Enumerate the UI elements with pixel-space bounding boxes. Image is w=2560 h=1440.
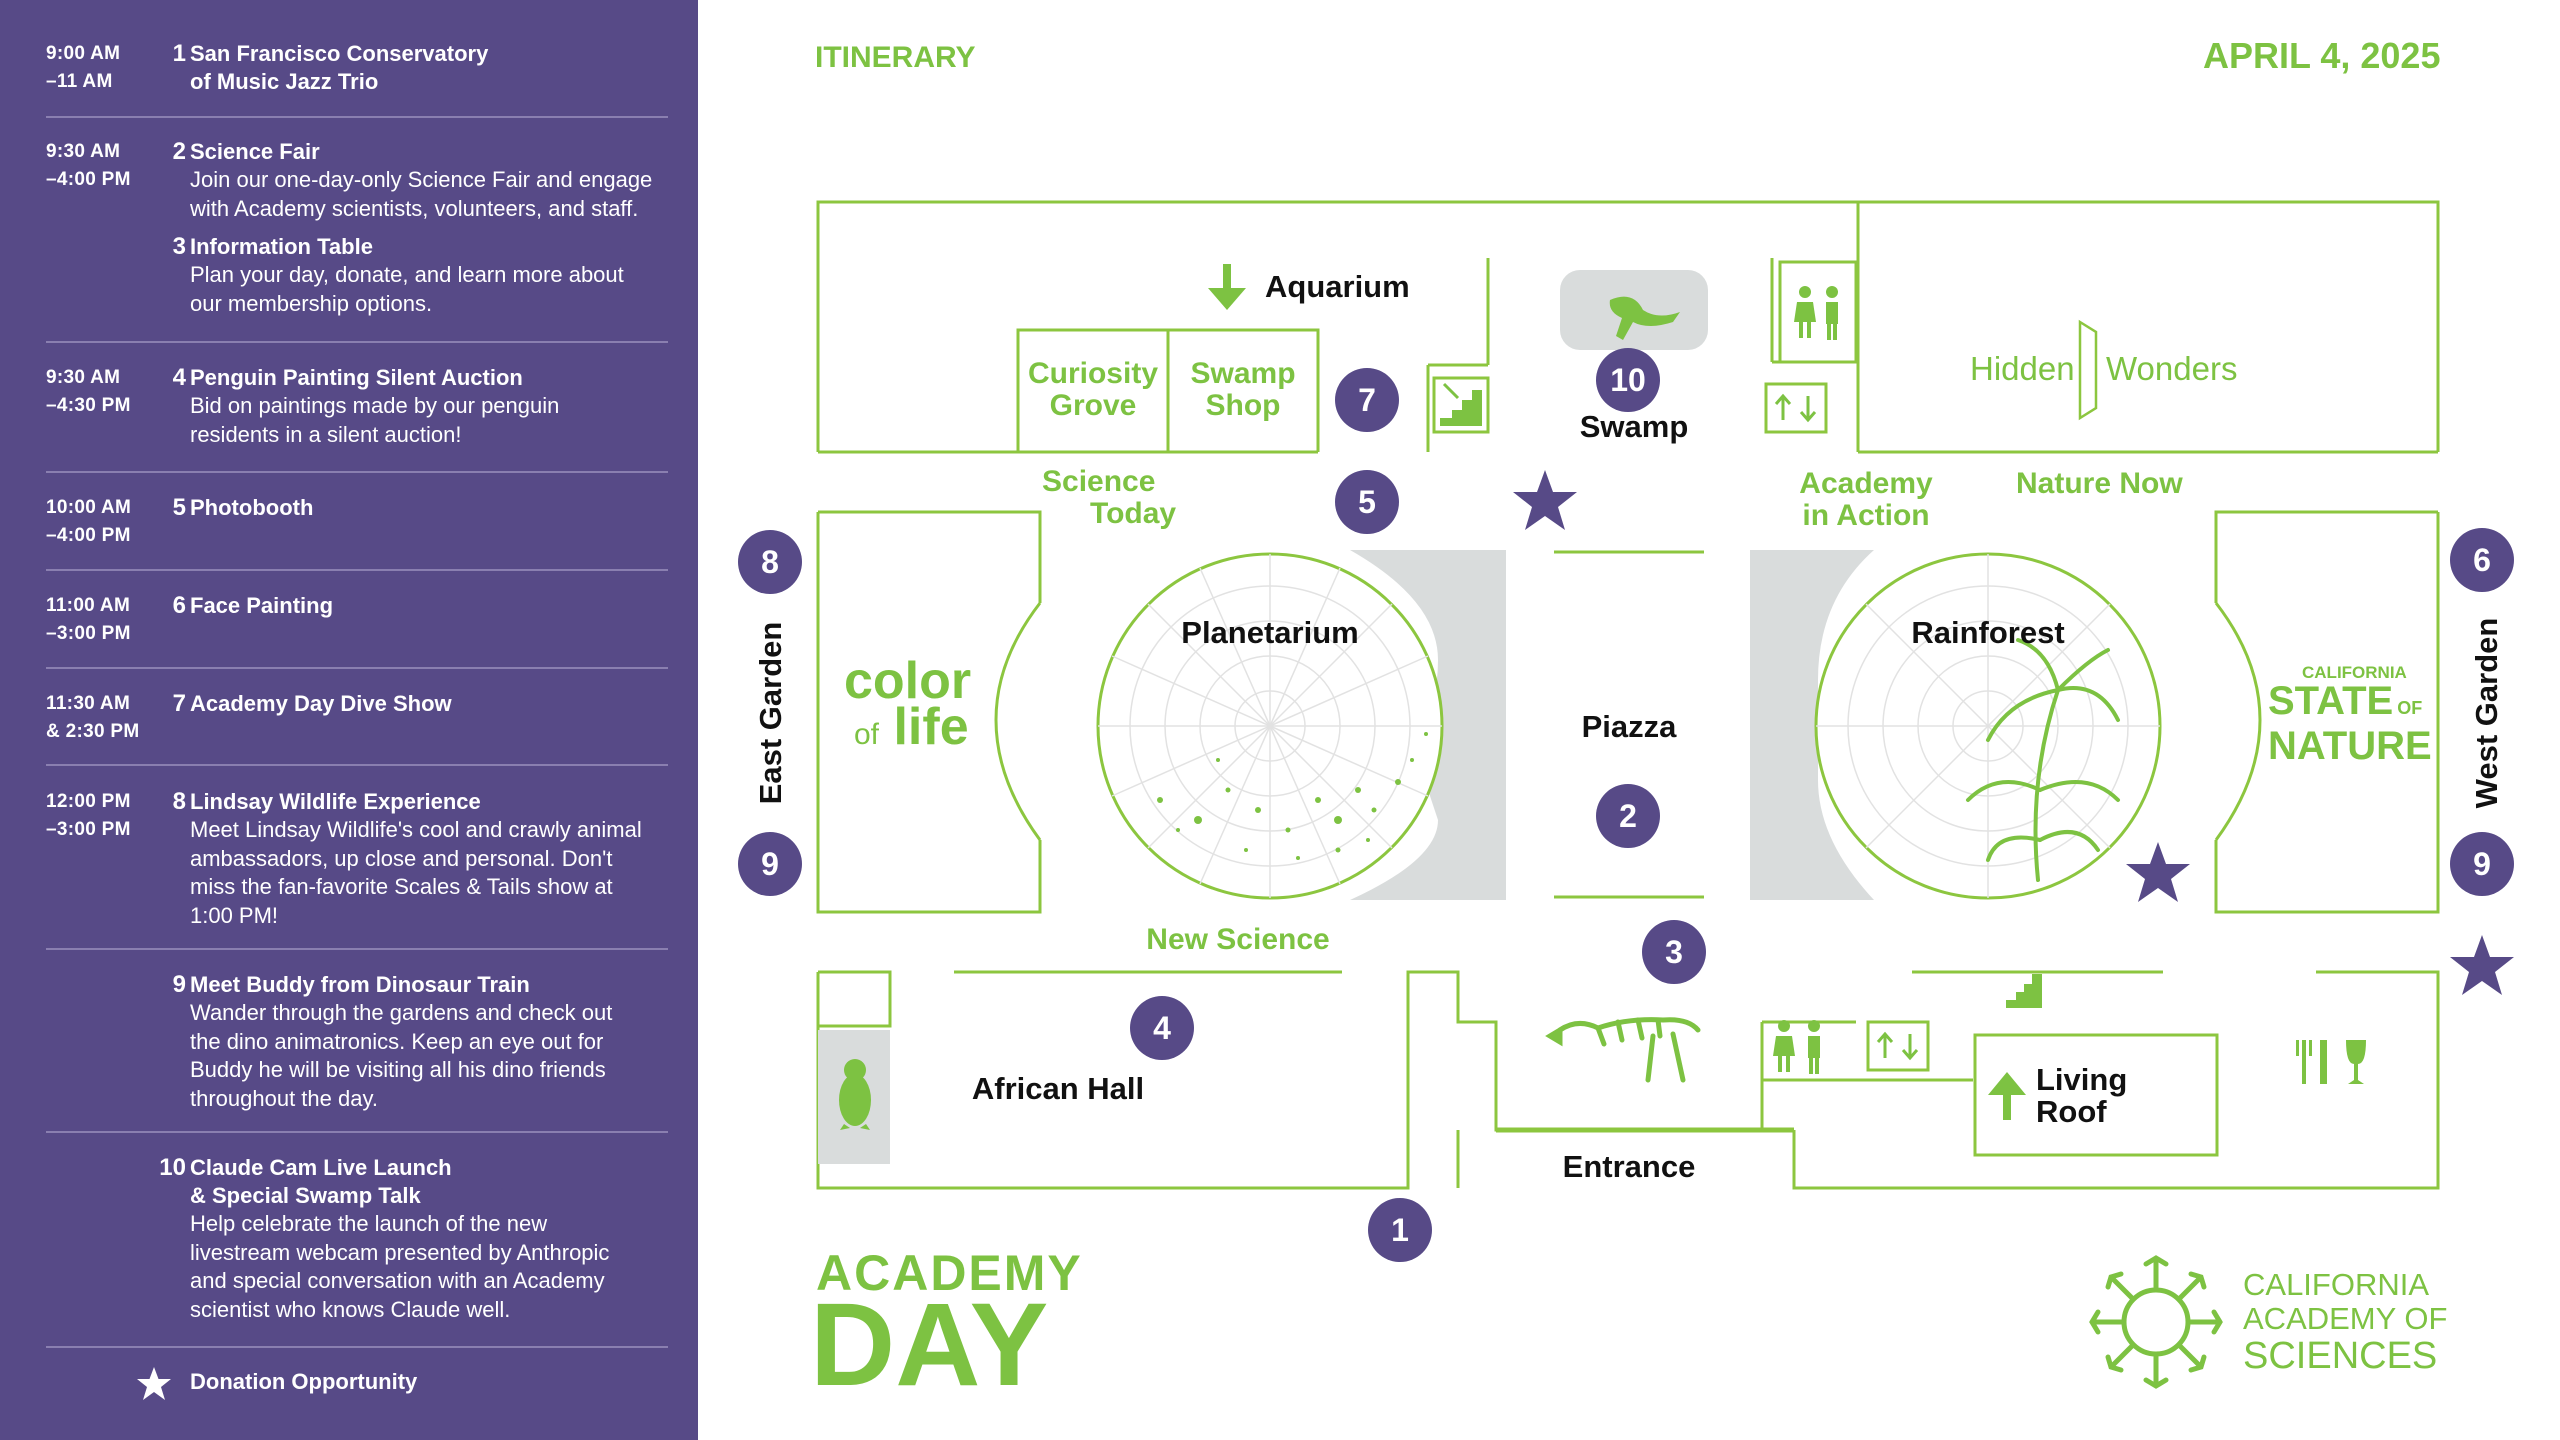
elevator-icon: [1764, 382, 1828, 434]
penguin-icon: [839, 1059, 871, 1130]
academy-logo-icon: [2089, 1255, 2223, 1389]
map-marker-1[interactable]: 1: [1368, 1198, 1432, 1262]
map-marker-7[interactable]: 7: [1335, 368, 1399, 432]
academy-in-action-label: Academy in Action: [1799, 467, 1933, 532]
entry-time: 11:00 AM –3:00 PM: [46, 595, 131, 644]
alligator-icon: [1560, 270, 1708, 350]
aquarium-label: Aquarium: [1265, 269, 1410, 304]
separator: [46, 116, 668, 118]
gallery-wall-shade: [1350, 550, 1506, 900]
itinerary-item-1: 1 San Francisco Conservatory of Music Ja…: [172, 40, 489, 94]
restroom-icon: [1773, 1020, 1820, 1074]
donation-star-icon: [2126, 842, 2190, 902]
new-science-label: New Science: [1146, 923, 1330, 956]
entrance-label: Entrance: [1562, 1149, 1696, 1184]
separator: [46, 341, 668, 343]
separator: [46, 667, 668, 669]
entry-time: 9:00 AM –11 AM: [46, 43, 121, 92]
color-of-life-logo: color of life: [844, 652, 972, 756]
science-today-label: Science Today: [1042, 465, 1177, 530]
museum-map: ITINERARY APRIL 4, 2025: [698, 0, 2560, 1440]
gallery-wall-shade: [1750, 550, 1874, 900]
itinerary-item-4: 4 Penguin Painting Silent Auction Bid on…: [172, 364, 560, 447]
map-marker-9-east[interactable]: 9: [738, 832, 802, 896]
aquarium-down-arrow-icon: [1208, 264, 1246, 310]
star-icon: [137, 1367, 171, 1400]
map-marker-2[interactable]: 2: [1596, 784, 1660, 848]
dinosaur-skeleton-icon: [1545, 1017, 1701, 1083]
event-date: APRIL 4, 2025: [2203, 35, 2441, 76]
east-garden-label: East Garden: [753, 621, 788, 805]
nature-now-label: Nature Now: [2016, 467, 2183, 500]
dining-icon: [2296, 1040, 2366, 1084]
map-marker-3[interactable]: 3: [1642, 920, 1706, 984]
itinerary-item-6: 6 Face Painting: [172, 592, 334, 619]
entry-time: 9:30 AM –4:30 PM: [46, 367, 131, 416]
planetarium-dome: [1096, 552, 1444, 900]
rainforest-label: Rainforest: [1911, 615, 2065, 650]
separator: [46, 569, 668, 571]
academy-logo-text: CALIFORNIA ACADEMY OF SCIENCES: [2243, 1267, 2448, 1377]
floor-plan: [816, 200, 2514, 1389]
separator: [46, 948, 668, 950]
itinerary-item-5: 5 Photobooth: [172, 494, 314, 521]
itinerary-item-8: 8 Lindsay Wildlife Experience Meet Linds…: [172, 788, 642, 928]
itinerary-item-3: 3 Information Table Plan your day, donat…: [172, 233, 624, 316]
itinerary-item-7: 7 Academy Day Dive Show: [172, 690, 452, 717]
stairs-icon: [2006, 974, 2042, 1008]
elevator-icon: [1866, 1020, 1930, 1072]
entry-time: 11:30 AM & 2:30 PM: [46, 693, 140, 742]
map-marker-10[interactable]: 10: [1596, 348, 1660, 412]
separator: [46, 1131, 668, 1133]
map-marker-8[interactable]: 8: [738, 530, 802, 594]
up-arrow-icon: [1988, 1072, 2026, 1120]
itinerary-item-9: 9 Meet Buddy from Dinosaur Train Wander …: [172, 971, 613, 1111]
restroom-icon: [1778, 260, 1858, 364]
itinerary-item-10: 10 Claude Cam Live Launch & Special Swam…: [159, 1154, 610, 1322]
wonders-label: Wonders: [2106, 350, 2238, 387]
map-marker-4[interactable]: 4: [1130, 996, 1194, 1060]
entry-time: 12:00 PM –3:00 PM: [46, 791, 131, 840]
map-marker-9-west[interactable]: 9: [2450, 832, 2514, 896]
hidden-label: Hidden: [1970, 350, 2075, 387]
swamp-shop-label: Swamp Shop: [1190, 357, 1296, 422]
itinerary-heading: ITINERARY: [815, 41, 976, 74]
swamp-label: Swamp: [1579, 409, 1689, 444]
itinerary-item-2: 2 Science Fair Join our one-day-only Sci…: [172, 138, 653, 221]
african-hall-label: African Hall: [971, 1071, 1145, 1106]
separator: [46, 471, 668, 473]
separator: [46, 764, 668, 766]
rainforest-dome: [1814, 552, 2162, 900]
donation-star-icon: [2450, 935, 2514, 995]
academy-day-title-bottom: DAY: [810, 1279, 1049, 1411]
entry-time: 10:00 AM –4:00 PM: [46, 497, 132, 546]
map-marker-6[interactable]: 6: [2450, 528, 2514, 592]
stairs-icon: [1432, 376, 1490, 434]
planetarium-label: Planetarium: [1181, 615, 1359, 650]
piazza-label: Piazza: [1581, 709, 1677, 744]
itinerary-sidebar: 9:00 AM –11 AM 1 San Francisco Conservat…: [0, 0, 698, 1440]
entry-time: 9:30 AM –4:00 PM: [46, 141, 131, 190]
curiosity-grove-label: Curiosity Grove: [1027, 357, 1159, 422]
west-garden-label: West Garden: [2469, 617, 2504, 809]
hidden-wonders-divider: [2078, 319, 2098, 421]
donation-legend-label: Donation Opportunity: [190, 1369, 418, 1394]
donation-star-icon: [1513, 470, 1577, 530]
living-roof-label: Living Roof: [2036, 1062, 2128, 1129]
map-marker-5[interactable]: 5: [1335, 470, 1399, 534]
separator: [46, 1346, 668, 1348]
academy-day-title-top: ACADEMY: [816, 1245, 1083, 1301]
